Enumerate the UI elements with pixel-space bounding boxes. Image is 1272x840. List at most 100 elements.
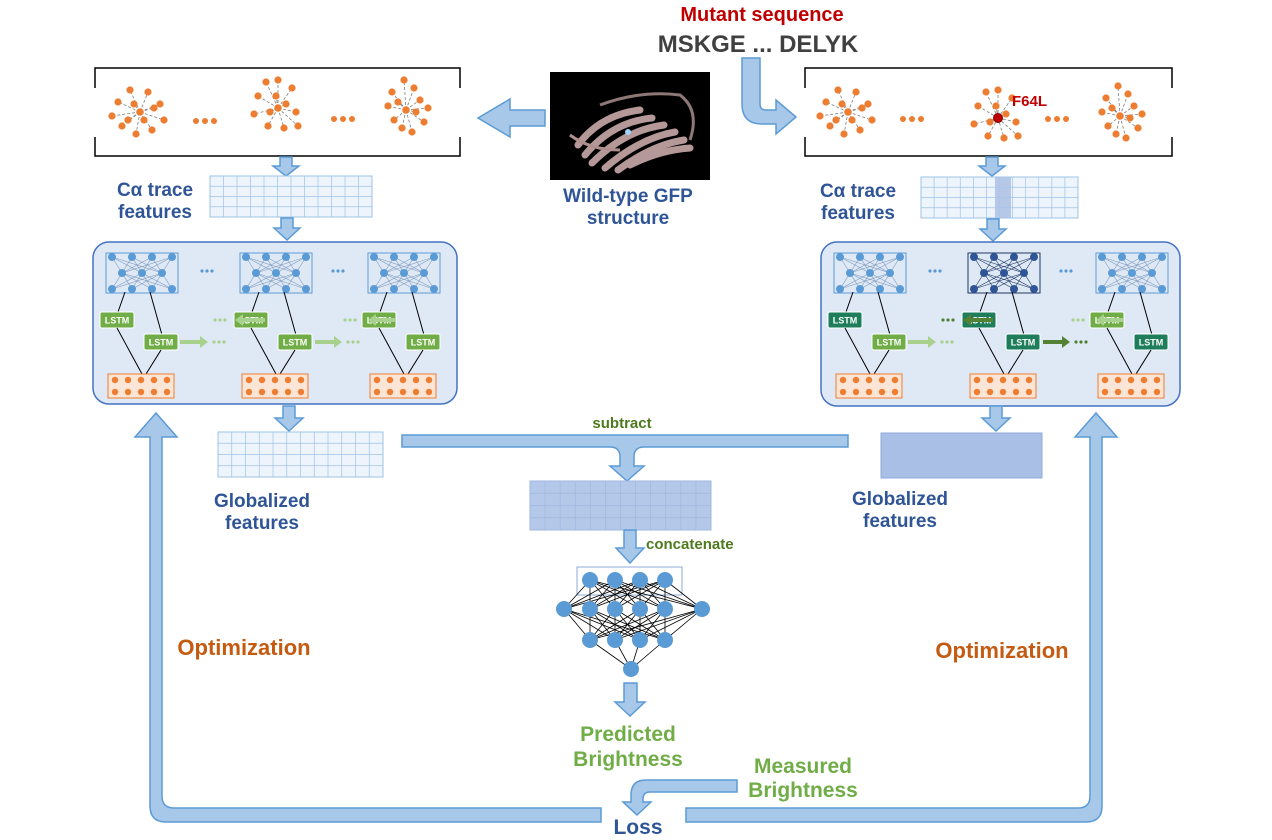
mlp-edge — [563, 579, 641, 610]
output-node — [163, 376, 171, 384]
output-node — [1140, 388, 1148, 396]
ellipsis-dot — [1074, 340, 1078, 344]
ellipsis-dot — [343, 318, 347, 322]
net-node — [420, 269, 428, 277]
connector — [1135, 349, 1152, 375]
mlp-node — [657, 601, 673, 617]
residue-node — [160, 116, 168, 124]
net-node — [886, 269, 894, 277]
mlp-edge — [589, 608, 703, 641]
left-globalized-feature-grid — [217, 431, 384, 478]
measured-label-line2: Brightness — [748, 779, 858, 802]
residue-node — [250, 110, 258, 118]
residue-node — [130, 100, 138, 108]
center-residue-node — [844, 108, 852, 116]
subtract-merge-arrow — [401, 434, 849, 483]
ellipsis-dot — [1081, 318, 1085, 322]
residue-node — [982, 88, 990, 96]
structure-label-line2: structure — [587, 208, 669, 229]
recurrent-arrow-head — [368, 314, 376, 326]
output-node — [163, 388, 171, 396]
left-graph-box — [94, 67, 461, 157]
net-edge — [121, 256, 173, 274]
net-node — [292, 269, 300, 277]
left-ca-trace-label-line1: Cα trace — [117, 180, 193, 201]
output-node — [852, 376, 860, 384]
net-node — [1108, 269, 1116, 277]
residue-node — [816, 112, 824, 120]
output-node — [150, 376, 158, 384]
net-edge — [973, 272, 1005, 290]
residue-node — [410, 84, 418, 92]
mlp-edge — [614, 579, 666, 610]
ellipsis-dot — [941, 318, 945, 322]
output-node — [399, 376, 407, 384]
output-node — [412, 376, 420, 384]
net-node — [242, 285, 250, 293]
right-ca-trace-label-line2: features — [821, 203, 895, 224]
mlp-predictor — [556, 566, 710, 677]
left-ca-trace-feature-grid — [209, 175, 373, 218]
net-node — [980, 269, 988, 277]
connector — [117, 291, 126, 313]
connector — [1011, 291, 1025, 336]
ellipsis-dot — [193, 118, 199, 124]
ellipsis-dot — [349, 116, 355, 122]
net-frame — [833, 252, 907, 294]
net-node — [896, 253, 904, 261]
net-node — [1098, 253, 1106, 261]
right-ca-trace-label-line1: Cα trace — [820, 181, 896, 202]
lstm-label: LSTM — [1011, 338, 1036, 348]
residue-node — [838, 100, 846, 108]
ellipsis-dot — [1054, 116, 1060, 122]
graph-edge — [405, 109, 425, 123]
ellipsis-dot — [217, 340, 221, 344]
net-node — [168, 253, 176, 261]
ellipsis-dot — [223, 318, 227, 322]
connector — [407, 349, 424, 375]
mlp-edge — [614, 608, 703, 641]
net-edge — [111, 272, 143, 290]
residue-node — [1012, 118, 1020, 126]
net-node — [1098, 285, 1106, 293]
center-residue-node — [402, 106, 410, 114]
mlp-edge — [589, 608, 641, 641]
output-node — [137, 376, 145, 384]
output-node — [258, 388, 266, 396]
ellipsis-dot — [1063, 116, 1069, 122]
net-edge — [839, 272, 891, 290]
output-node — [839, 388, 847, 396]
residue-node — [288, 84, 296, 92]
predicted-label-line2: Brightness — [573, 748, 683, 771]
connector — [877, 291, 891, 336]
recurrent-arrow-head — [1096, 314, 1104, 326]
ellipsis-dot — [331, 116, 337, 122]
residue-node — [420, 118, 428, 126]
output-node — [258, 376, 266, 384]
connector — [283, 291, 297, 336]
residue-node — [1014, 132, 1022, 140]
left-trace-to-net-arrow — [272, 217, 302, 242]
output-node — [124, 388, 132, 396]
output-node — [1101, 388, 1109, 396]
net-edge — [403, 256, 435, 274]
net-node — [272, 269, 280, 277]
graph-edge — [405, 109, 413, 133]
residue-node — [408, 128, 416, 136]
loss-label: Loss — [613, 816, 662, 839]
measured-to-loss-arrow — [621, 779, 738, 817]
net-node — [262, 285, 270, 293]
net-node — [1138, 253, 1146, 261]
ellipsis-dot — [909, 116, 915, 122]
residue-node — [1102, 94, 1110, 102]
net-node — [1118, 253, 1126, 261]
ellipsis-dot — [918, 116, 924, 122]
output-node — [386, 376, 394, 384]
output-node — [878, 388, 886, 396]
structure-to-left-graph-arrow — [476, 97, 546, 139]
residue-node — [1008, 94, 1016, 102]
residue-node — [416, 96, 424, 104]
output-node — [986, 376, 994, 384]
residue-node — [994, 86, 1002, 94]
